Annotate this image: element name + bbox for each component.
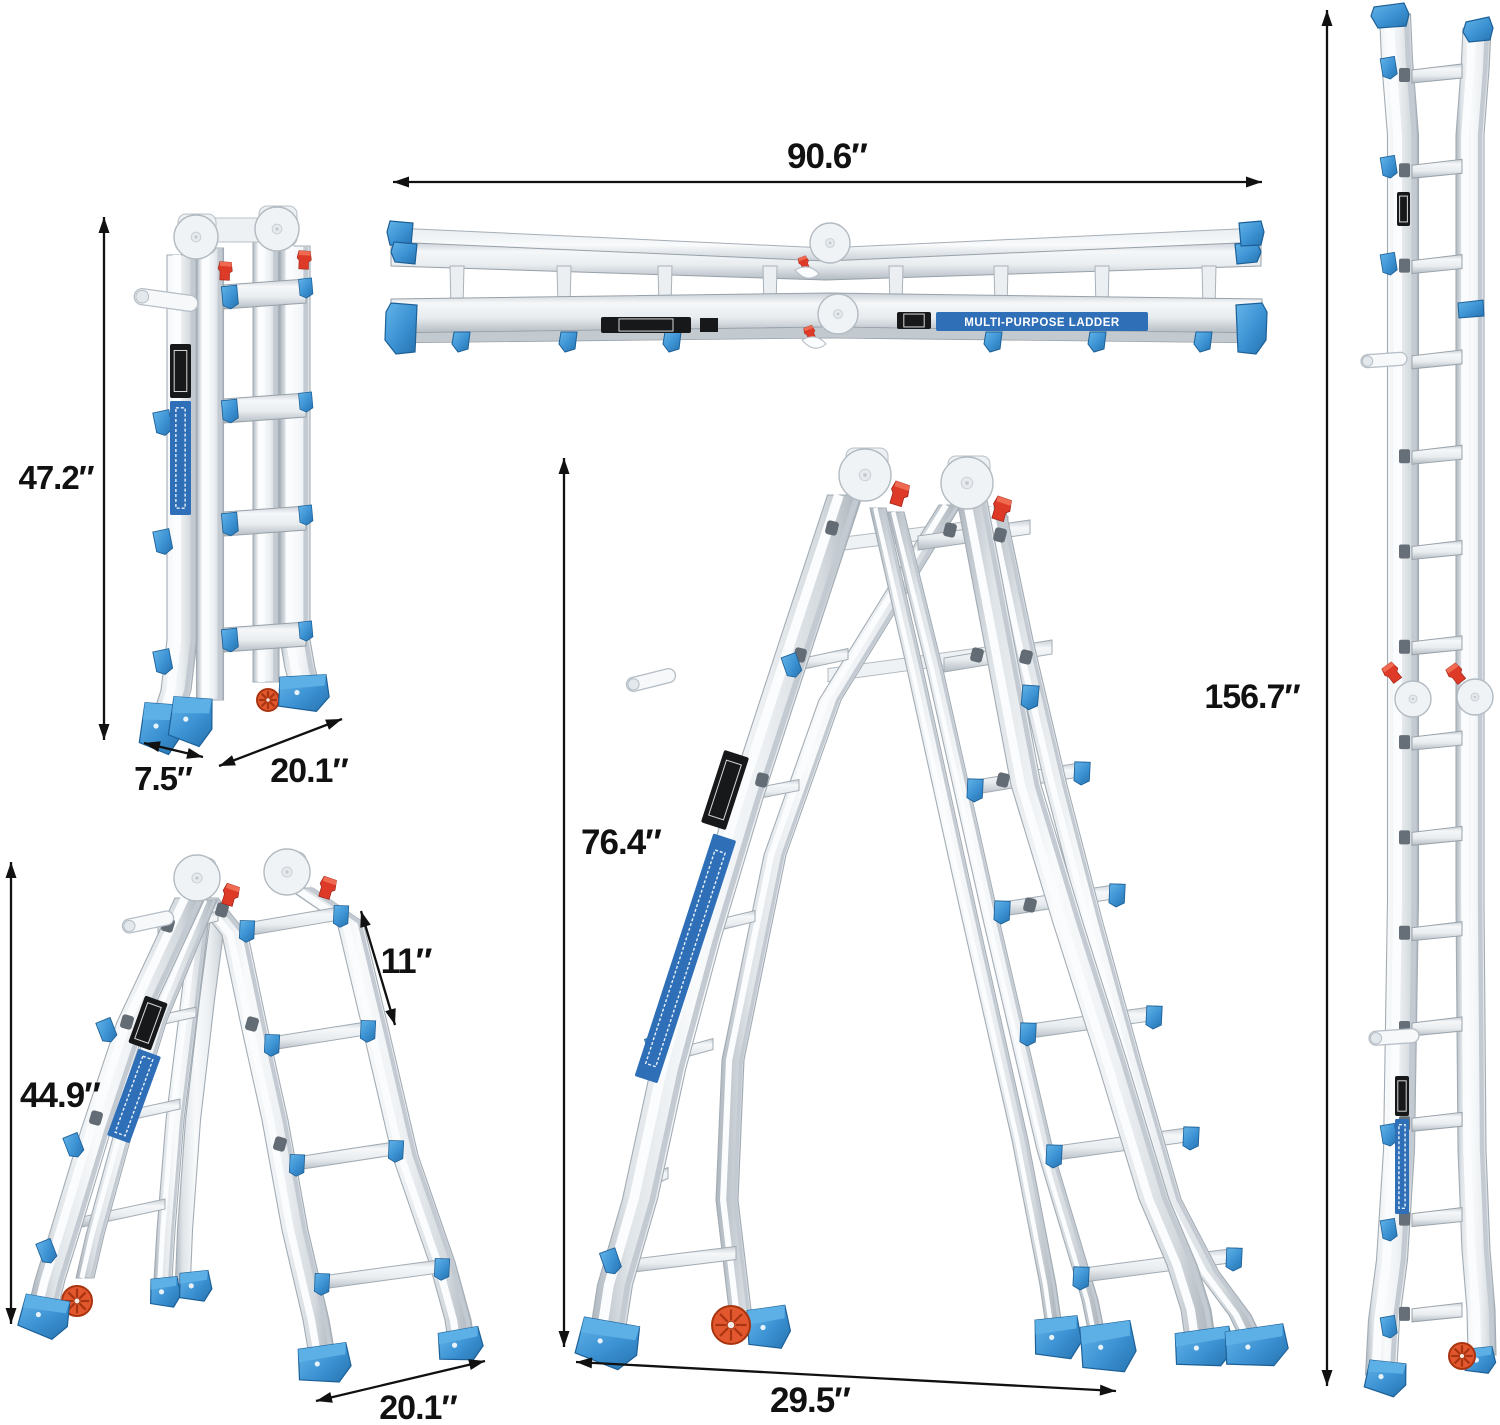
svg-text:47.2″: 47.2″: [18, 459, 94, 496]
svg-text:76.4″: 76.4″: [581, 823, 662, 862]
svg-text:7.5″: 7.5″: [134, 760, 193, 797]
svg-text:156.7″: 156.7″: [1204, 678, 1300, 716]
svg-text:20.1″: 20.1″: [379, 1389, 457, 1420]
svg-text:90.6″: 90.6″: [787, 137, 868, 176]
svg-text:29.5″: 29.5″: [770, 1381, 851, 1420]
svg-text:44.9″: 44.9″: [20, 1076, 101, 1115]
svg-text:20.1″: 20.1″: [270, 752, 348, 790]
svg-text:11″: 11″: [381, 942, 433, 981]
svg-text:MULTI-PURPOSE LADDER: MULTI-PURPOSE LADDER: [964, 317, 1120, 329]
